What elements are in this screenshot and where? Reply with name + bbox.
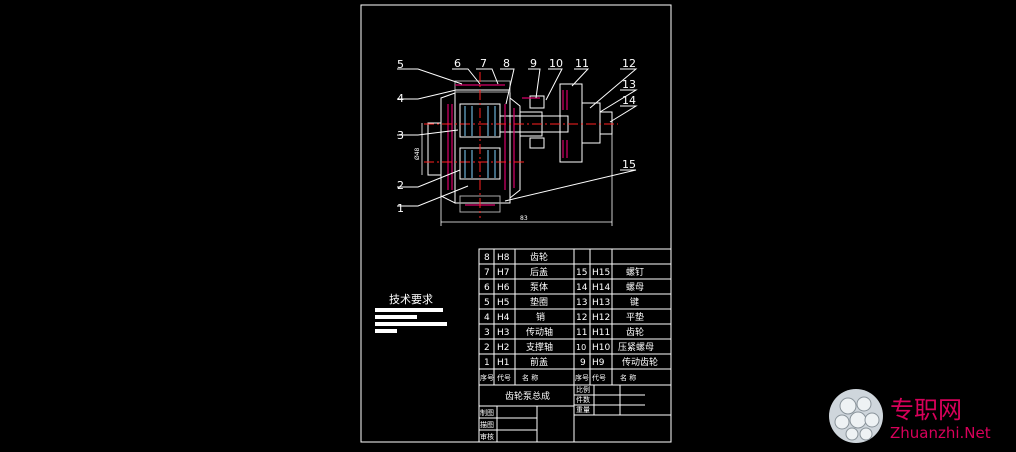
part-seq: 11 (576, 328, 587, 338)
part-name: 传动齿轮 (622, 356, 658, 368)
parts-table (478, 248, 672, 443)
part-code: H12 (592, 313, 610, 323)
part-name: 前盖 (530, 356, 548, 368)
watermark-en: Zhuanzhi.Net (890, 424, 991, 442)
assembly-view (427, 80, 613, 213)
balloon-14: 14 (622, 94, 636, 107)
part-seq: 1 (484, 358, 490, 368)
drafted-label: 描图 (480, 420, 494, 429)
part-code: H6 (497, 283, 510, 293)
balloon-9: 9 (530, 57, 537, 70)
part-code: H9 (592, 358, 605, 368)
part-seq: 5 (484, 298, 490, 308)
balloon-15: 15 (622, 158, 636, 171)
balloon-10: 10 (549, 57, 563, 70)
balloon-12: 12 (622, 57, 636, 70)
header-name: 名 称 (522, 373, 538, 382)
part-code: H4 (497, 313, 510, 323)
center-lines (424, 72, 618, 218)
header-name-2: 名 称 (620, 373, 636, 382)
part-name: 螺母 (626, 282, 644, 293)
part-seq: 13 (576, 298, 587, 308)
part-code: H14 (592, 283, 610, 293)
parts-right-column: 15 H15 螺钉 14 H14 螺母 13 H13 键 12 H12 平垫 1… (576, 267, 658, 368)
balloon-2: 2 (397, 179, 404, 192)
part-name: 键 (630, 296, 639, 308)
part-seq: 4 (484, 313, 490, 323)
watermark-cn: 专职网 (890, 396, 962, 424)
header-seq: 序号 (480, 373, 494, 382)
watermark-ball-icon (829, 389, 883, 443)
dim-bottom-label: 83 (520, 215, 528, 222)
part-code: H1 (497, 358, 510, 368)
part-code: H3 (497, 328, 510, 338)
balloon-1: 1 (397, 202, 404, 215)
balloon-5: 5 (397, 58, 404, 71)
part-name: 齿轮 (530, 251, 548, 263)
balloon-8: 8 (503, 57, 510, 70)
weight-label: 重量 (576, 406, 590, 414)
part-name: 传动轴 (526, 326, 553, 338)
drawing-title: 齿轮泵总成 (505, 390, 550, 402)
part-seq: 8 (484, 253, 490, 263)
part-name: 压紧螺母 (618, 342, 654, 353)
part-name: 平垫 (626, 311, 644, 323)
balloon-13: 13 (622, 78, 636, 91)
scale-label: 比例 (576, 385, 590, 394)
balloon-3: 3 (397, 129, 404, 142)
part-seq: 3 (484, 328, 490, 338)
parts-left-column: 8 H8 齿轮 7 H7 后盖 6 H6 泵体 5 H5 垫圈 4 H4 销 3… (484, 251, 553, 368)
header-code: 代号 (497, 373, 511, 382)
part-seq: 9 (580, 358, 586, 368)
part-seq: 6 (484, 283, 490, 293)
title-block: 齿轮泵总成 比例 件数 重量 制图 描图 审核 (480, 385, 590, 441)
gear-teeth (464, 106, 496, 178)
balloon-4: 4 (397, 92, 404, 105)
part-seq: 12 (576, 313, 587, 323)
pieces-label: 件数 (576, 395, 590, 404)
part-name: 螺钉 (626, 267, 644, 278)
part-seq: 14 (576, 283, 588, 293)
drawn-label: 制图 (480, 408, 494, 417)
dim-left-label: Ø48 (414, 147, 421, 160)
part-code: H8 (497, 253, 510, 263)
balloon-11: 11 (575, 57, 589, 70)
balloon-7: 7 (480, 57, 487, 70)
tech-req-lines (375, 308, 447, 333)
part-name: 销 (536, 311, 545, 323)
part-code: H7 (497, 268, 510, 278)
part-seq: 15 (576, 268, 587, 278)
tech-req-title: 技术要求 (389, 293, 433, 306)
part-name: 垫圈 (530, 296, 548, 308)
header-code-2: 代号 (592, 373, 606, 382)
part-code: H2 (497, 343, 510, 353)
watermark: 专职网 Zhuanzhi.Net (829, 389, 991, 443)
part-code: H13 (592, 298, 610, 308)
parts-header-row: 序号 代号 名 称 序号 代号 名 称 (480, 373, 636, 382)
part-code: H5 (497, 298, 510, 308)
part-name: 支撑轴 (526, 341, 553, 353)
part-code: H15 (592, 268, 610, 278)
header-seq-2: 序号 (575, 373, 589, 382)
checked-label: 审核 (480, 432, 494, 441)
part-code: H11 (592, 328, 610, 338)
part-seq: 10 (576, 343, 586, 352)
part-name: 后盖 (530, 266, 548, 278)
part-seq: 7 (484, 268, 490, 278)
part-name: 泵体 (530, 281, 548, 293)
part-seq: 2 (484, 343, 490, 353)
dimension-lines (421, 123, 613, 226)
part-code: H10 (592, 343, 610, 353)
leader-lines (397, 68, 638, 207)
part-name: 齿轮 (626, 326, 644, 338)
balloon-6: 6 (454, 57, 461, 70)
